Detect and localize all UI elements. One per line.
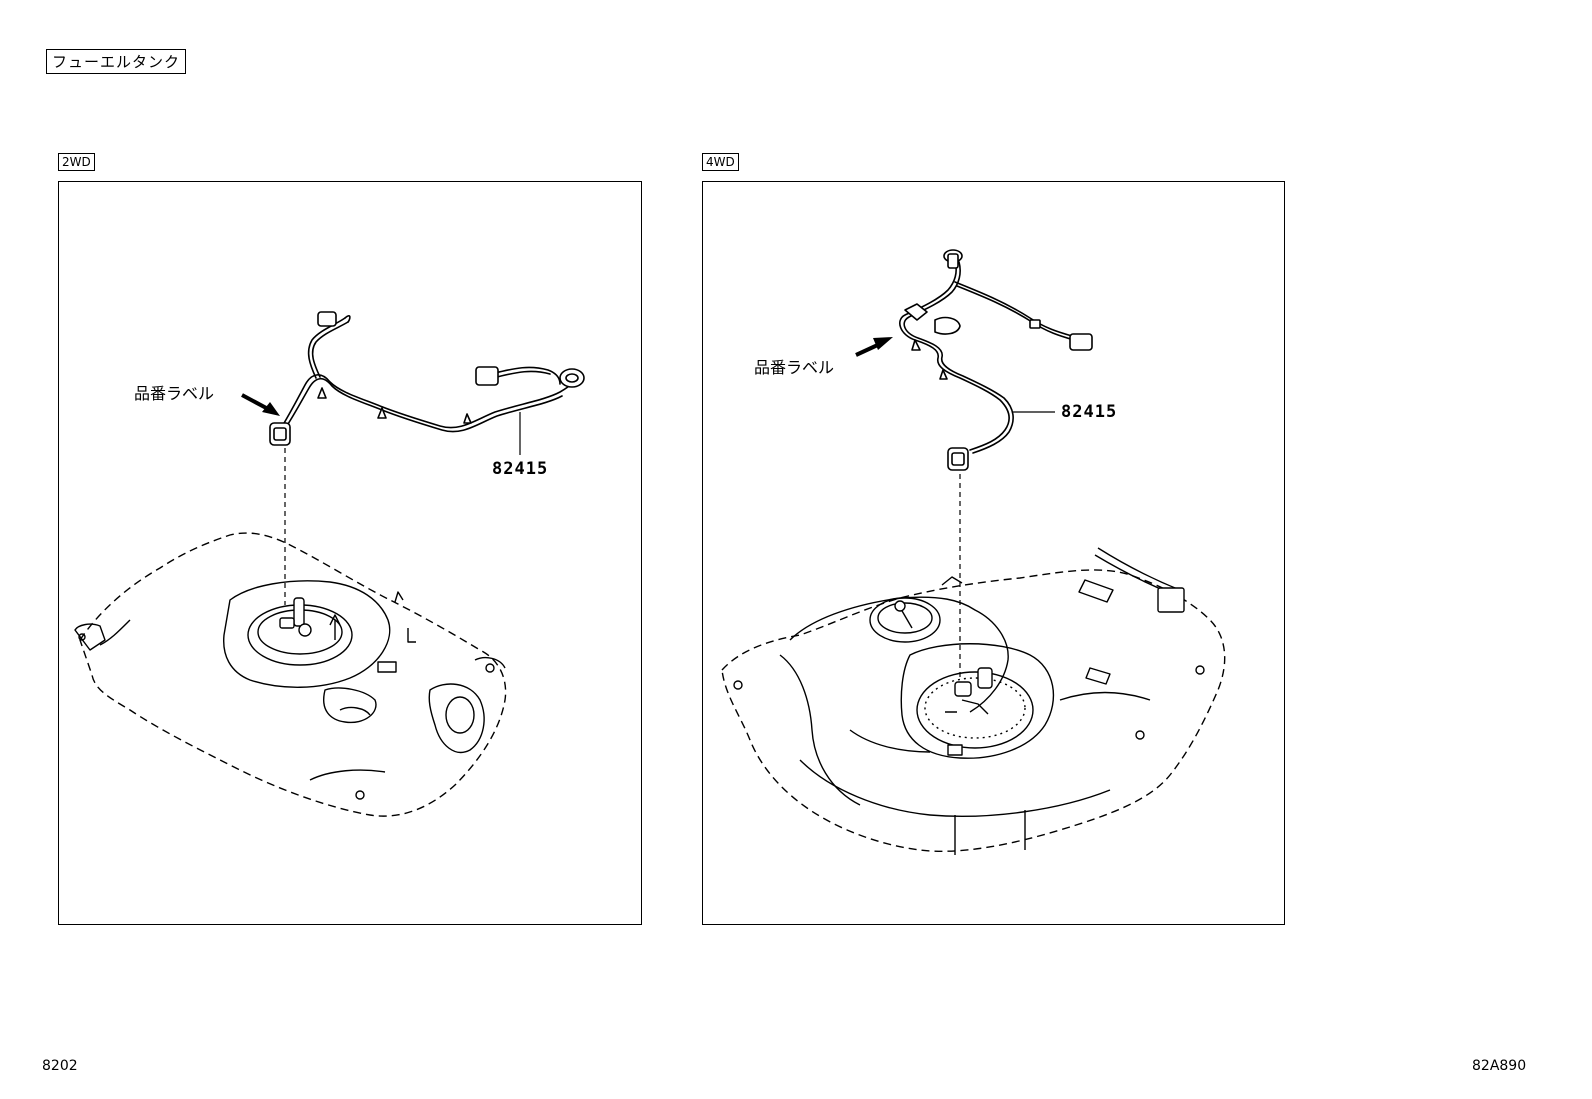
label-callout-4wd: 品番ラベル — [754, 358, 835, 377]
fuel-tank-2wd — [74, 532, 507, 817]
part-number-4wd: 82415 — [1061, 402, 1118, 422]
part-number-2wd: 82415 — [492, 459, 549, 479]
wire-harness-4wd — [899, 249, 1093, 471]
footer-code-left: 8202 — [42, 1058, 78, 1074]
variant-tag-2wd: 2WD — [58, 153, 95, 171]
panel-2wd — [58, 181, 642, 925]
wire-harness-2wd — [269, 311, 585, 446]
variant-tag-4wd: 4WD — [702, 153, 739, 171]
label-arrow-2wd — [241, 393, 280, 416]
footer-code-right: 82A890 — [1472, 1058, 1527, 1074]
label-arrow-4wd — [855, 337, 893, 357]
panel-4wd — [702, 181, 1285, 925]
page-title: フューエルタンク — [46, 49, 187, 74]
label-callout-2wd: 品番ラベル — [134, 384, 215, 403]
fuel-tank-4wd — [721, 547, 1226, 855]
